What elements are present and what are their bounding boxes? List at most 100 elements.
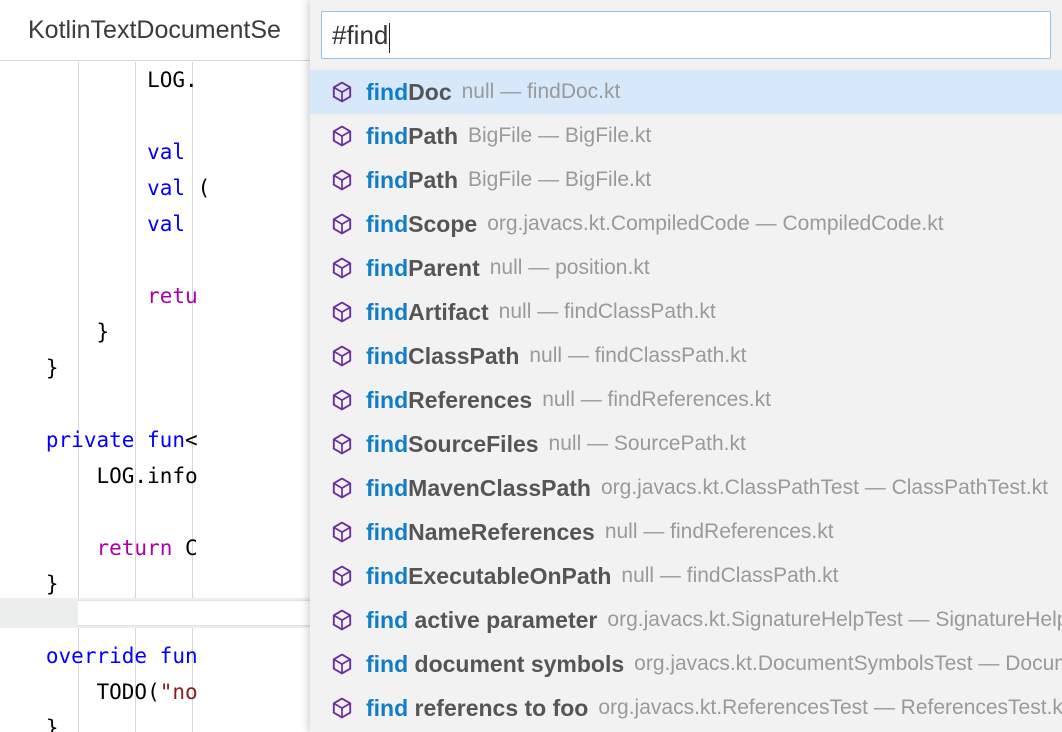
result-detail: BigFile — BigFile.kt	[468, 124, 652, 147]
result-name: findPath	[366, 123, 458, 150]
result-name: findParent	[366, 255, 480, 282]
result-name-match: find	[366, 650, 409, 677]
result-name-rest: referencs to foo	[408, 694, 589, 721]
symbol-cube-icon	[332, 565, 352, 587]
search-result-row[interactable]: findSourceFiles null — SourcePath.kt	[310, 422, 1062, 466]
code-line: retu	[147, 278, 198, 314]
code-token: }	[96, 320, 110, 344]
result-name-match: find	[366, 694, 409, 721]
result-name-match: find	[366, 430, 409, 457]
result-name-match: find	[366, 342, 409, 369]
indent-guide-3	[192, 62, 193, 732]
result-name-rest: document symbols	[408, 650, 625, 677]
code-line: val	[147, 134, 185, 170]
result-name-rest: ExecutableOnPath	[408, 562, 612, 589]
symbol-cube-icon	[332, 389, 352, 411]
code-token: retu	[147, 284, 198, 308]
result-detail: org.javacs.kt.ClassPathTest — ClassPathT…	[600, 476, 1048, 499]
search-result-row[interactable]: find referencs to foo org.javacs.kt.Refer…	[310, 686, 1062, 730]
search-result-row[interactable]: findArtifact null — findClassPath.kt	[310, 290, 1062, 334]
search-result-row[interactable]: findMavenClassPath org.javacs.kt.ClassPat…	[310, 466, 1062, 510]
code-token: LOG.	[147, 68, 198, 92]
result-name-rest: Parent	[408, 254, 480, 281]
result-name-match: find	[366, 606, 409, 633]
result-detail: org.javacs.kt.ReferencesTest — Reference…	[598, 696, 1062, 719]
result-name-match: find	[366, 254, 409, 281]
symbol-cube-icon	[332, 433, 352, 455]
search-input[interactable]: #find	[321, 11, 1051, 59]
result-name: findNameReferences	[366, 519, 595, 546]
code-line: private fun<	[46, 422, 198, 458]
search-result-row[interactable]: findNameReferences null — findReferences.…	[310, 510, 1062, 554]
result-name-match: find	[366, 298, 409, 325]
search-result-row[interactable]: findPath BigFile — BigFile.kt	[310, 114, 1062, 158]
code-line: LOG.	[147, 62, 198, 98]
indent-guide-1	[78, 62, 79, 732]
search-result-row[interactable]: findClassPath null — findClassPath.kt	[310, 334, 1062, 378]
symbol-cube-icon	[332, 125, 352, 147]
result-detail: null — findClassPath.kt	[498, 300, 716, 323]
result-name-rest: References	[408, 386, 533, 413]
window-title: KotlinTextDocumentSe	[28, 15, 281, 44]
symbol-cube-icon	[332, 653, 352, 675]
indent-guide-2	[135, 62, 136, 732]
symbol-cube-icon	[332, 477, 352, 499]
search-result-row[interactable]: findPath BigFile — BigFile.kt	[310, 158, 1062, 202]
code-token: return	[96, 536, 186, 560]
code-token: override fun	[45, 644, 198, 668]
code-token: val	[147, 140, 186, 164]
search-result-row[interactable]: findExecutableOnPath null — findClassPath…	[310, 554, 1062, 598]
code-token: private fun	[45, 428, 185, 452]
symbol-cube-icon	[332, 81, 352, 103]
result-name: findClassPath	[366, 343, 519, 370]
result-detail: null — findClassPath.kt	[529, 344, 747, 367]
code-line: val	[147, 206, 185, 242]
result-detail: org.javacs.kt.DocumentSymbolsTest — Docu…	[634, 652, 1062, 675]
result-name-match: find	[366, 166, 409, 193]
code-token: <	[184, 428, 198, 452]
code-line: LOG.info	[97, 458, 198, 494]
result-name-rest: Path	[408, 166, 458, 193]
symbol-cube-icon	[332, 213, 352, 235]
search-result-row[interactable]: findReferences null — findReferences.kt	[310, 378, 1062, 422]
result-name: findSourceFiles	[366, 431, 539, 458]
result-detail: BigFile — BigFile.kt	[468, 168, 652, 191]
search-input-value: #find	[332, 20, 389, 50]
result-detail: null — findReferences.kt	[542, 388, 771, 411]
symbol-cube-icon	[332, 697, 352, 719]
result-name: find document symbols	[366, 651, 624, 678]
result-detail: null — findDoc.kt	[461, 80, 621, 103]
result-name: findExecutableOnPath	[366, 563, 611, 590]
result-detail: null — SourcePath.kt	[548, 432, 746, 455]
symbol-cube-icon	[332, 609, 352, 631]
result-name-rest: MavenClassPath	[408, 474, 591, 501]
code-line: return C	[97, 530, 198, 566]
result-detail: null — findReferences.kt	[604, 520, 834, 543]
code-line: }	[97, 314, 110, 350]
code-token: }	[45, 356, 59, 380]
result-name: findPath	[366, 167, 458, 194]
code-token: LOG.info	[96, 464, 198, 488]
result-name: findReferences	[366, 387, 532, 414]
result-name-match: find	[366, 122, 409, 149]
result-name-match: find	[366, 518, 409, 545]
result-name-match: find	[366, 474, 409, 501]
result-name-rest: SourceFiles	[408, 430, 539, 457]
result-name: find active parameter	[366, 607, 597, 634]
result-detail: null — findClassPath.kt	[621, 564, 839, 587]
code-line: }	[46, 350, 59, 386]
code-token: }	[45, 572, 59, 596]
result-name-rest: NameReferences	[408, 518, 595, 545]
result-name: findArtifact	[366, 299, 489, 326]
result-name-rest: Artifact	[408, 298, 489, 325]
code-token: }	[45, 716, 59, 732]
search-result-row[interactable]: find document symbols org.javacs.kt.Docum…	[310, 642, 1062, 686]
result-name-rest: Doc	[408, 78, 452, 105]
